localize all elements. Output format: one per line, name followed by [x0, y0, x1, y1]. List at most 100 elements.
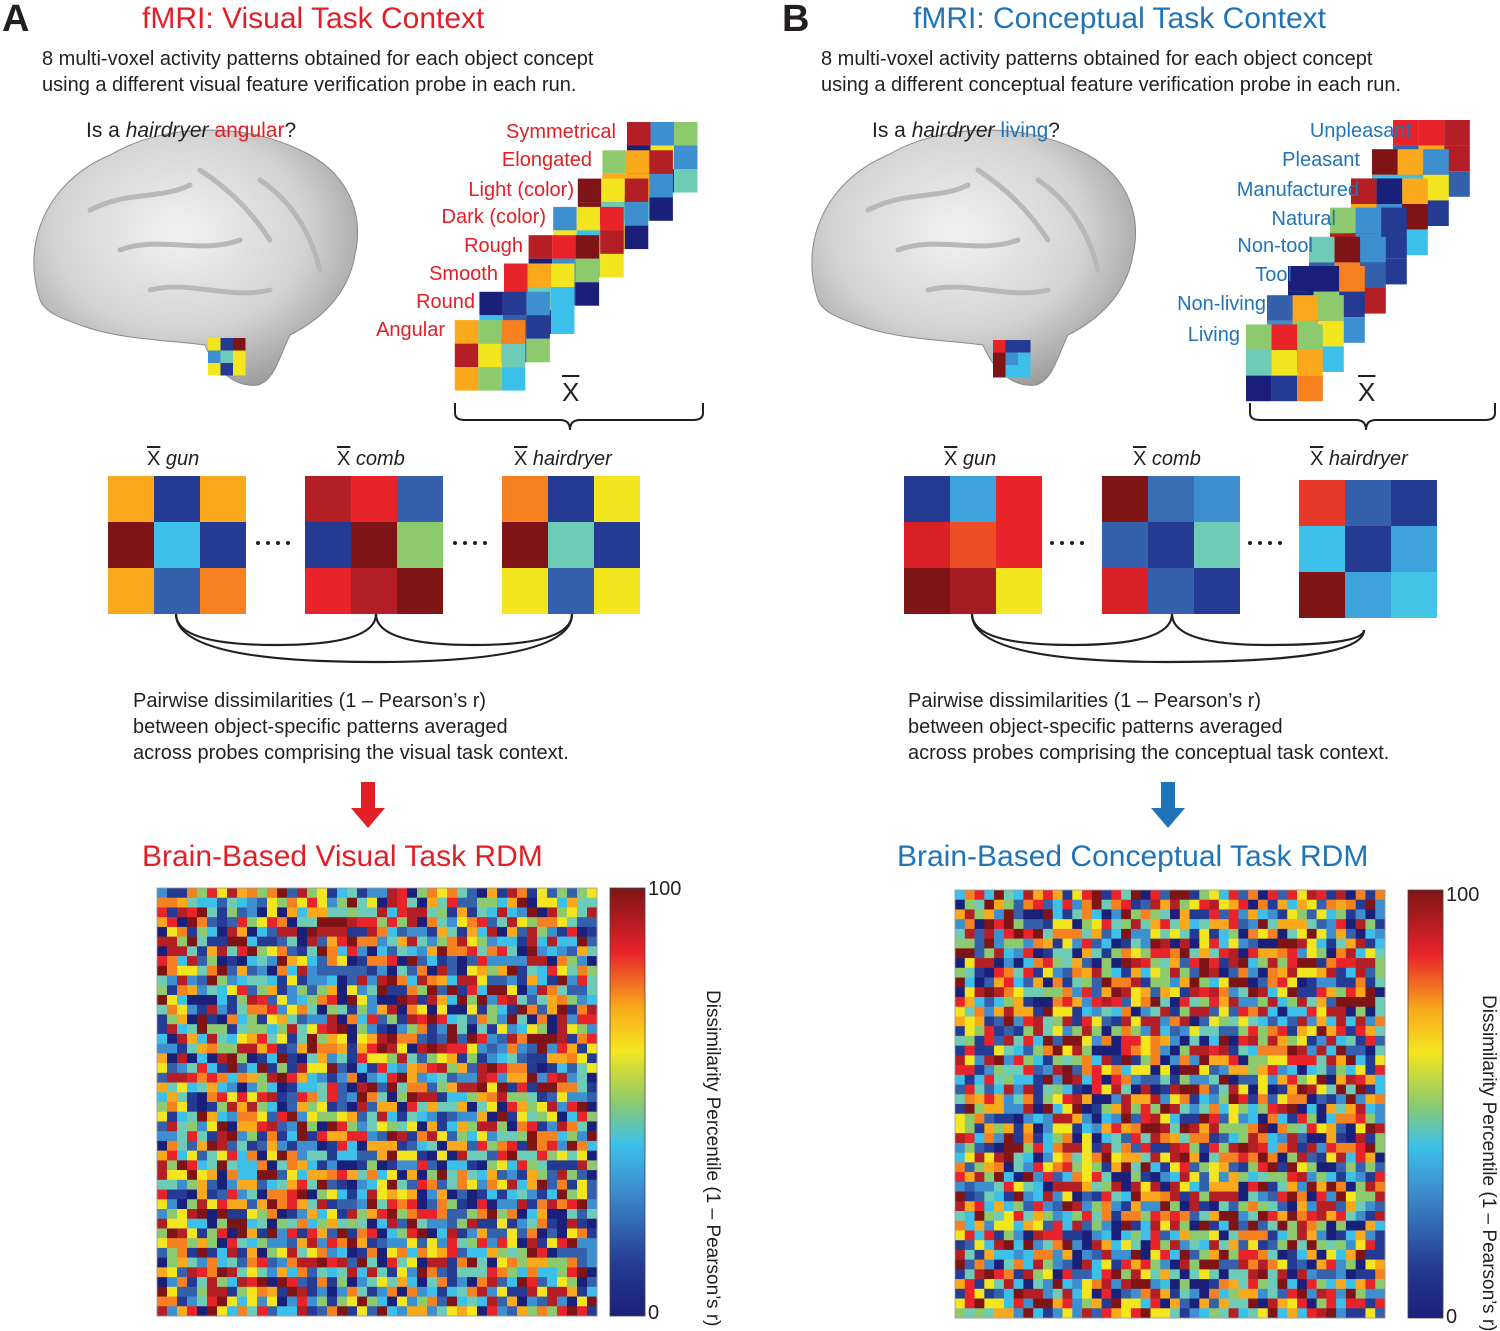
rdm-cell	[587, 1238, 598, 1249]
rdm-cell	[1150, 1220, 1161, 1231]
rdm-cell	[1218, 899, 1229, 910]
rdm-cell	[397, 1247, 408, 1258]
rdm-cell	[1326, 919, 1337, 930]
rdm-cell	[297, 1267, 308, 1278]
rdm-cell	[487, 995, 498, 1006]
voxel-cell	[993, 340, 1006, 353]
object-pattern-cell	[200, 476, 246, 522]
rdm-cell	[307, 1072, 318, 1083]
rdm-cell	[1257, 1279, 1269, 1290]
rdm-cell	[974, 890, 985, 901]
rdm-cell	[167, 1102, 178, 1113]
rdm-cell	[1287, 1249, 1298, 1260]
rdm-cell	[1277, 948, 1288, 959]
rdm-cell	[557, 946, 568, 957]
rdm-cell	[1345, 928, 1356, 939]
rdm-cell	[167, 1238, 178, 1249]
rdm-cell	[247, 965, 258, 976]
rdm-cell	[1033, 899, 1044, 910]
rdm-cell	[417, 1170, 428, 1181]
rdm-cell	[1062, 967, 1073, 978]
rdm-cell	[1140, 909, 1151, 920]
rdm-cell	[964, 1279, 975, 1290]
rdm-cell	[577, 1306, 588, 1317]
rdm-cell	[1277, 1006, 1288, 1017]
voxel-cell	[1018, 352, 1031, 365]
rdm-cell	[1101, 997, 1112, 1008]
rdm-cell	[1199, 1162, 1210, 1173]
rdm-cell	[587, 1296, 598, 1307]
rdm-cell	[1160, 958, 1171, 969]
rdm-cell	[955, 1269, 966, 1280]
rdm-cell	[417, 1131, 428, 1142]
rdm-cell	[1248, 1162, 1259, 1173]
rdm-cell	[267, 1072, 278, 1083]
rdm-cell	[307, 1004, 318, 1015]
rdm-cell	[257, 1131, 268, 1142]
rdm-cell	[1257, 928, 1269, 939]
rdm-cell	[974, 1142, 985, 1153]
rdm-cell	[577, 1247, 588, 1258]
rdm-cell	[1199, 890, 1210, 901]
rdm-cell	[1375, 1172, 1386, 1183]
rdm-cell	[1082, 1035, 1093, 1046]
rdm-cell	[1111, 1211, 1122, 1222]
rdm-cell	[1209, 1094, 1220, 1105]
rdm-cell	[197, 1296, 208, 1307]
rdm-cell	[247, 1131, 258, 1142]
rdm-cell	[307, 1286, 318, 1297]
rdm-cell	[1267, 1288, 1278, 1299]
rdm-cell	[367, 936, 378, 947]
rdm-cell	[1013, 1152, 1024, 1163]
rdm-cell	[357, 1286, 368, 1297]
rdm-cell	[477, 1033, 488, 1044]
rdm-cell	[1238, 938, 1249, 949]
rdm-cell	[387, 1063, 398, 1074]
rdm-cell	[517, 1033, 528, 1044]
ellipsis-dots	[256, 541, 1282, 545]
rdm-cell	[317, 917, 328, 928]
rdm-cell	[1121, 987, 1132, 998]
rdm-cell	[557, 888, 568, 899]
rdm-cell	[417, 936, 428, 947]
rdm-cell	[1248, 1220, 1259, 1231]
rdm-cell	[1238, 1152, 1249, 1163]
rdm-cell	[367, 1218, 378, 1229]
probe-pattern-cell	[600, 230, 624, 254]
rdm-cell	[497, 1306, 508, 1317]
rdm-cell	[1101, 1152, 1112, 1163]
rdm-cell	[974, 919, 985, 930]
rdm-cell	[1023, 1045, 1034, 1056]
rdm-cell	[984, 1113, 995, 1124]
rdm-cell	[317, 926, 328, 937]
rdm-cell	[1326, 1279, 1337, 1290]
rdm-cell	[1306, 1298, 1317, 1309]
rdm-cell	[287, 1306, 298, 1317]
rdm-cell	[1248, 1035, 1259, 1046]
rdm-cell	[1023, 1113, 1034, 1124]
rdm-cell	[497, 946, 508, 957]
rdm-cell	[177, 1121, 188, 1132]
probe-pattern-cell	[1271, 350, 1298, 376]
rdm-cell	[994, 1104, 1005, 1115]
rdm-cell	[177, 1199, 188, 1210]
rdm-cell	[1042, 1026, 1054, 1037]
rdm-cell	[577, 965, 588, 976]
rdm-cell	[1121, 938, 1132, 949]
rdm-cell	[1101, 1240, 1112, 1251]
rdm-cell	[1101, 977, 1112, 988]
rdm-cell	[437, 1033, 448, 1044]
rdm-cell	[1082, 909, 1093, 920]
rdm-cell	[1042, 1211, 1054, 1222]
rdm-cell	[1316, 1308, 1327, 1319]
rdm-cell	[1355, 1240, 1366, 1251]
rdm-cell	[347, 1140, 358, 1151]
rdm-cell	[547, 1024, 558, 1035]
rdm-cell	[367, 1150, 378, 1161]
rdm-cell	[1101, 1230, 1112, 1241]
rdm-cell	[447, 936, 458, 947]
rdm-cell	[567, 1189, 578, 1200]
rdm-cell	[1121, 1230, 1132, 1241]
rdm-cell	[1365, 1152, 1376, 1163]
rdm-cell	[1248, 1104, 1259, 1115]
